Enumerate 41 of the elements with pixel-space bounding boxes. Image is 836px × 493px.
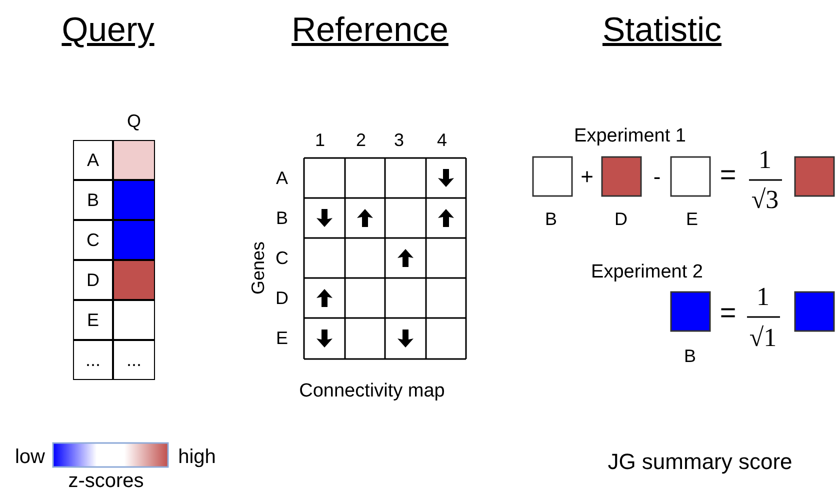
gene-cell: B bbox=[73, 180, 113, 220]
scale-label: low bbox=[15, 447, 45, 467]
row-label: C bbox=[276, 249, 288, 267]
numerator: 1 bbox=[758, 147, 772, 173]
row-label: B bbox=[276, 209, 288, 227]
scale-label: z-scores bbox=[68, 471, 144, 491]
denominator: √3 bbox=[751, 187, 779, 213]
operator: + bbox=[580, 166, 594, 188]
color-scale-bar bbox=[52, 442, 169, 468]
scale-label: high bbox=[178, 447, 216, 467]
column-label: 3 bbox=[394, 131, 404, 149]
denominator: √1 bbox=[749, 325, 777, 351]
caption: JG summary score bbox=[608, 451, 792, 473]
experiment-label: Experiment 2 bbox=[591, 262, 703, 282]
ellipsis-cell: ... bbox=[113, 340, 155, 380]
row-label: A bbox=[276, 169, 288, 187]
gene-cell: E bbox=[73, 300, 113, 340]
section-title: Query bbox=[62, 13, 154, 47]
column-label: 4 bbox=[437, 131, 447, 149]
gene-label: E bbox=[686, 210, 698, 228]
operator: - bbox=[653, 166, 661, 188]
gene-label: B bbox=[545, 210, 557, 228]
column-label: 2 bbox=[356, 131, 366, 149]
gene-label: D bbox=[614, 210, 628, 228]
row-label: D bbox=[276, 289, 288, 307]
section-title: Reference bbox=[292, 13, 448, 47]
axis-label: Genes bbox=[249, 241, 267, 295]
column-label: Q bbox=[127, 112, 141, 130]
gene-cell: A bbox=[73, 140, 113, 180]
gene-cell: C bbox=[73, 220, 113, 260]
gene-label: B bbox=[684, 347, 696, 365]
operator: = bbox=[720, 161, 736, 189]
axis-label: Connectivity map bbox=[299, 382, 445, 400]
numerator: 1 bbox=[756, 284, 770, 310]
row-label: E bbox=[276, 329, 288, 347]
gene-cell: D bbox=[73, 260, 113, 300]
ellipsis-cell: ... bbox=[73, 340, 113, 380]
operator: = bbox=[720, 299, 736, 327]
experiment-label: Experiment 1 bbox=[574, 126, 686, 146]
section-title: Statistic bbox=[602, 13, 722, 47]
column-label: 1 bbox=[315, 131, 325, 149]
